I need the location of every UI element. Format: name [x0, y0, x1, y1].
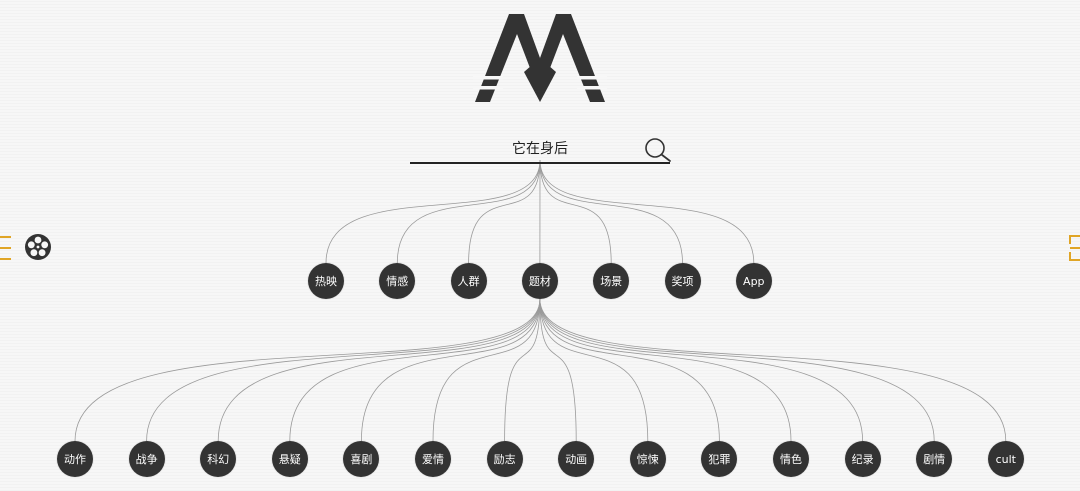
search-icon[interactable] — [644, 135, 672, 163]
subcategory-link — [539, 298, 577, 442]
subcategory-node[interactable]: 剧情 — [916, 441, 953, 477]
category-node[interactable]: 题材 — [521, 263, 558, 299]
subcategory-link — [217, 298, 541, 442]
category-node[interactable]: 场景 — [593, 263, 630, 299]
subcategory-node[interactable]: 犯罪 — [701, 441, 738, 477]
category-link — [325, 159, 541, 264]
film-reel-icon[interactable] — [24, 233, 52, 261]
bracket-menu-icon[interactable] — [1066, 234, 1080, 262]
subcategory-node[interactable]: 动画 — [558, 441, 595, 477]
subcategory-link — [504, 298, 541, 442]
subcategory-link — [361, 298, 541, 442]
subcategory-node[interactable]: 悬疑 — [271, 441, 308, 477]
category-link — [539, 159, 612, 264]
subcategory-node[interactable]: 战争 — [128, 441, 165, 477]
subcategory-link — [74, 298, 541, 442]
category-link — [396, 159, 541, 264]
category-node[interactable]: 奖项 — [664, 263, 701, 299]
category-node[interactable]: 情感 — [379, 263, 416, 299]
subcategory-node[interactable]: 爱情 — [415, 441, 451, 477]
subcategory-node[interactable]: cult — [987, 441, 1024, 477]
subcategory-link — [146, 298, 541, 442]
subcategory-link — [539, 298, 863, 442]
logo-m-icon — [473, 14, 607, 102]
search-input[interactable] — [450, 136, 630, 160]
category-link — [539, 159, 755, 264]
subcategory-node[interactable]: 励志 — [486, 441, 523, 477]
menu-icon[interactable] — [0, 234, 12, 262]
subcategory-link — [289, 298, 541, 442]
subcategory-node[interactable]: 动作 — [57, 441, 93, 477]
category-node[interactable]: 热映 — [308, 263, 344, 299]
search-bar — [410, 134, 672, 164]
subcategory-link — [539, 298, 792, 442]
subcategory-node[interactable]: 科幻 — [200, 441, 237, 477]
category-link — [539, 159, 683, 264]
subcategory-link — [432, 298, 541, 442]
subcategory-node[interactable]: 惊悚 — [629, 441, 666, 477]
subcategory-link — [539, 298, 720, 442]
subcategory-link — [539, 298, 649, 442]
subcategory-node[interactable]: 喜剧 — [343, 441, 380, 477]
category-node[interactable]: 人群 — [450, 263, 487, 299]
category-link — [468, 159, 541, 264]
subcategory-link — [539, 298, 1007, 442]
subcategory-node[interactable]: 纪录 — [844, 441, 881, 477]
category-node[interactable]: App — [735, 263, 772, 299]
subcategory-link — [539, 298, 935, 442]
subcategory-node[interactable]: 情色 — [773, 441, 809, 477]
